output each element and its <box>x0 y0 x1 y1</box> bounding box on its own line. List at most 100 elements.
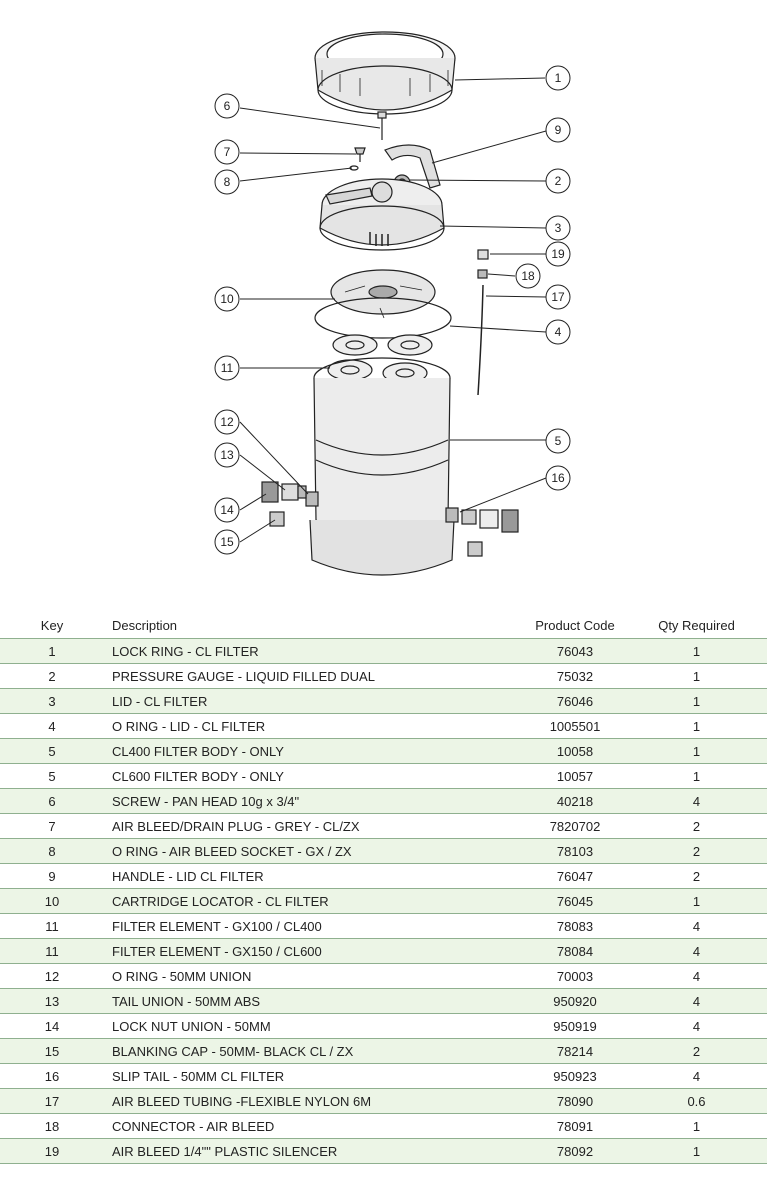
cell-qty: 4 <box>626 1013 767 1039</box>
cell-description: BLANKING CAP - 50MM- BLACK CL / ZX <box>104 1038 524 1064</box>
cell-key: 10 <box>0 888 104 914</box>
cell-product-code: 7820702 <box>524 813 626 839</box>
cell-key: 5 <box>0 763 104 789</box>
filter-body-drawing <box>305 357 459 576</box>
callout-label-17: 17 <box>551 290 565 304</box>
callout-label-9: 9 <box>555 123 562 137</box>
cell-key: 11 <box>0 913 104 939</box>
callout-10 <box>214 286 240 312</box>
right-union-drawing <box>461 509 519 557</box>
callout-label-3: 3 <box>555 221 562 235</box>
cell-description: SCREW - PAN HEAD 10g x 3/4" <box>104 788 524 814</box>
cell-product-code: 76043 <box>524 638 626 664</box>
cell-description: LOCK RING - CL FILTER <box>104 638 524 664</box>
callout-14 <box>214 497 240 523</box>
cell-qty: 2 <box>626 1038 767 1064</box>
header-qty: Qty Required <box>626 613 767 639</box>
callout-17 <box>545 284 571 310</box>
callout-2 <box>545 168 571 194</box>
cell-key: 15 <box>0 1038 104 1064</box>
cartridge-locator-drawing <box>314 269 452 339</box>
callout-7 <box>214 139 240 165</box>
air-bleed-plug-drawing <box>349 147 366 171</box>
leader-lines <box>239 77 547 543</box>
callout-5 <box>545 428 571 454</box>
cell-qty: 4 <box>626 963 767 989</box>
exploded-parts-diagram: 1 2 3 4 5 6 7 8 9 10 11 12 13 14 15 16 1… <box>214 31 571 576</box>
callout-circles <box>214 65 571 555</box>
cell-product-code: 78103 <box>524 838 626 864</box>
cell-product-code: 78092 <box>524 1138 626 1164</box>
cell-qty: 2 <box>626 863 767 889</box>
cell-product-code: 1005501 <box>524 713 626 739</box>
cell-qty: 4 <box>626 788 767 814</box>
callout-9 <box>545 117 571 143</box>
cell-key: 14 <box>0 1013 104 1039</box>
callout-label-8: 8 <box>224 175 231 189</box>
cell-product-code: 78083 <box>524 913 626 939</box>
callout-label-5: 5 <box>555 434 562 448</box>
filter-cartridges-drawing <box>327 334 433 384</box>
cell-description: AIR BLEED TUBING -FLEXIBLE NYLON 6M <box>104 1088 524 1114</box>
cell-product-code: 76046 <box>524 688 626 714</box>
cell-qty: 2 <box>626 813 767 839</box>
air-bleed-parts-drawing <box>477 249 489 396</box>
cell-product-code: 950919 <box>524 1013 626 1039</box>
left-union-drawing <box>261 481 307 527</box>
callout-18 <box>515 263 541 289</box>
callout-16 <box>545 465 571 491</box>
cell-product-code: 78090 <box>524 1088 626 1114</box>
cell-key: 11 <box>0 938 104 964</box>
cell-product-code: 78084 <box>524 938 626 964</box>
cell-product-code: 78091 <box>524 1113 626 1139</box>
cell-qty: 4 <box>626 1063 767 1089</box>
cell-description: HANDLE - LID CL FILTER <box>104 863 524 889</box>
cell-description: PRESSURE GAUGE - LIQUID FILLED DUAL <box>104 663 524 689</box>
cell-key: 19 <box>0 1138 104 1164</box>
cell-key: 1 <box>0 638 104 664</box>
callout-13 <box>214 442 240 468</box>
cell-description: O RING - LID - CL FILTER <box>104 713 524 739</box>
callout-label-2: 2 <box>555 174 562 188</box>
cell-qty: 1 <box>626 713 767 739</box>
cell-description: AIR BLEED/DRAIN PLUG - GREY - CL/ZX <box>104 813 524 839</box>
cell-description: O RING - AIR BLEED SOCKET - GX / ZX <box>104 838 524 864</box>
cell-description: LID - CL FILTER <box>104 688 524 714</box>
cell-qty: 4 <box>626 938 767 964</box>
cell-product-code: 950920 <box>524 988 626 1014</box>
cell-description: TAIL UNION - 50MM ABS <box>104 988 524 1014</box>
cell-description: AIR BLEED 1/4"" PLASTIC SILENCER <box>104 1138 524 1164</box>
cell-key: 17 <box>0 1088 104 1114</box>
cell-qty: 1 <box>626 763 767 789</box>
cell-key: 6 <box>0 788 104 814</box>
cell-product-code: 10058 <box>524 738 626 764</box>
header-description: Description <box>104 613 524 639</box>
callout-label-10: 10 <box>220 292 234 306</box>
cell-key: 7 <box>0 813 104 839</box>
header-key: Key <box>0 613 104 639</box>
callout-6 <box>214 93 240 119</box>
handle-drawing <box>384 144 441 189</box>
callout-4 <box>545 319 571 345</box>
lock-ring-drawing <box>314 31 456 115</box>
cell-qty: 1 <box>626 888 767 914</box>
cell-qty: 1 <box>626 688 767 714</box>
cell-key: 8 <box>0 838 104 864</box>
cell-key: 18 <box>0 1113 104 1139</box>
callout-label-6: 6 <box>224 99 231 113</box>
cell-qty: 1 <box>626 1113 767 1139</box>
callout-label-15: 15 <box>220 535 234 549</box>
header-product-code: Product Code <box>524 613 626 639</box>
